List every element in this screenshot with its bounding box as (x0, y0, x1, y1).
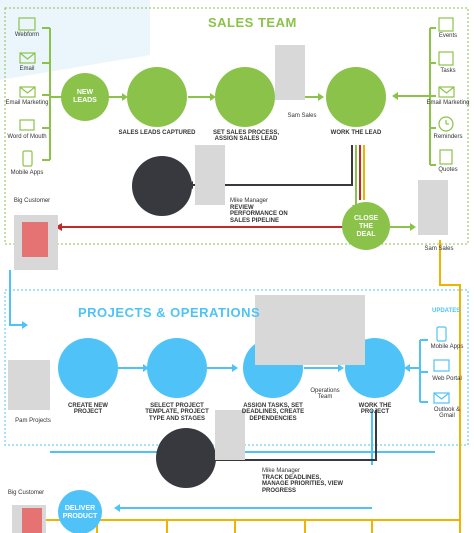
pam-projects-label: Pam Projects (15, 418, 51, 424)
tool-events: Events (438, 33, 458, 39)
manager-person (195, 145, 225, 205)
reminders-icon (438, 116, 454, 132)
manager-connector (193, 145, 353, 186)
channel-outlook-gmail: Outlook & Gmail (433, 407, 461, 420)
events-icon (438, 17, 454, 32)
new-leads-circle (61, 73, 109, 121)
operations-team-illustration (255, 295, 365, 365)
new-leads-label: NEW LEADS (73, 89, 97, 105)
sales-step-1-label: SALES LEADS CAPTURED (118, 130, 196, 136)
lead-source-word-of-mouth: Word of Mouth (7, 134, 47, 140)
manager-connector-2 (208, 410, 377, 461)
project-step-1-circle (58, 338, 118, 398)
big-customer-building (22, 222, 48, 257)
manager-person-2 (215, 410, 245, 460)
close-deal-circle (342, 202, 390, 250)
manager-circle-1 (132, 156, 192, 216)
webform-icon (18, 17, 36, 31)
deliver-product-label: DELIVER PRODUCT (62, 505, 98, 521)
lead-source-icons (18, 17, 36, 167)
sales-box (4, 7, 469, 245)
lead-source-email-marketing: Email Marketing (5, 100, 49, 106)
channel-mobile-apps: Mobile Apps (430, 344, 464, 350)
close-deal-label: CLOSE THE DEAL (353, 215, 379, 239)
tasks-icon (438, 51, 454, 66)
project-step-2-circle (147, 338, 207, 398)
word-of-mouth-icon (19, 119, 35, 131)
sales-title: SALES TEAM (208, 15, 297, 30)
mobile-apps-icon (22, 150, 33, 167)
project-step-3-label: ASSIGN TASKS, SET DEADLINES, CREATE DEPE… (241, 403, 305, 422)
email-icon (19, 52, 36, 64)
red-arrow (55, 223, 62, 231)
channel-web-portal: Web Portal (432, 376, 462, 382)
tool-email-marketing: Email Marketing (426, 100, 470, 106)
project-step-1-label: CREATE NEW PROJECT (68, 403, 108, 416)
sales-step-3-label: WORK THE LEAD (330, 130, 382, 136)
sales-tool-icons (438, 17, 455, 165)
sales-step-1-circle (127, 67, 187, 127)
email-marketing-icon (19, 86, 36, 98)
mobile-apps-icon-2 (436, 326, 447, 342)
lead-source-email: Email (19, 66, 35, 72)
big-customer-label-2: Big Customer (7, 490, 45, 496)
project-step-2-label: SELECT PROJECT TEMPLATE, PROJECT TYPE AN… (145, 403, 209, 422)
web-portal-icon (433, 359, 450, 372)
project-step-4-label: WORK THE PROJECT (358, 403, 392, 416)
lead-source-mobile-apps: Mobile Apps (10, 170, 44, 176)
deliver-circle (58, 490, 102, 533)
sales-step-2-label: SET SALES PROCESS, ASSIGN SALES LEAD (212, 130, 279, 143)
tool-reminders: Reminders (433, 134, 463, 140)
lead-source-webform: Webform (14, 32, 40, 38)
orange-drops (96, 520, 373, 533)
manager-circle-2 (156, 428, 216, 488)
desk-illustration (8, 360, 50, 410)
blue-arrowheads (22, 321, 410, 512)
manager-task-2: TRACK DEADLINES, MANAGE PRIORITIES, VIEW… (262, 475, 344, 494)
email-marketing-icon-r (438, 86, 455, 98)
channel-icons (433, 326, 450, 404)
sales-step-2-circle (215, 67, 275, 127)
outlook-icon (433, 392, 450, 404)
bg-hatch (0, 0, 150, 80)
quotes-icon (439, 149, 453, 165)
sales-step-3-circle (326, 67, 386, 127)
operations-team-label: Operations Team (310, 388, 340, 401)
manager-name-2: Mike Manager (262, 468, 301, 474)
sam-sales-person (275, 45, 305, 100)
sam-sales-label-2: Sam Sales (424, 246, 454, 252)
manager-name-1: Mike Manager (230, 198, 269, 204)
manager-task-1: REVIEW PERFORMANCE ON SALES PIPELINE (230, 205, 288, 224)
sam-sales-label: Sam Sales (287, 113, 317, 119)
updates-label: UPDATES (432, 308, 461, 314)
sam-sales-person-2 (418, 180, 448, 235)
tool-quotes: Quotes (438, 167, 458, 173)
orange-right-line (439, 240, 461, 533)
tool-tasks: Tasks (440, 68, 456, 74)
big-customer-building-2 (22, 508, 42, 533)
projects-title: PROJECTS & OPERATIONS (78, 305, 261, 320)
big-customer-label-1: Big Customer (13, 198, 51, 204)
